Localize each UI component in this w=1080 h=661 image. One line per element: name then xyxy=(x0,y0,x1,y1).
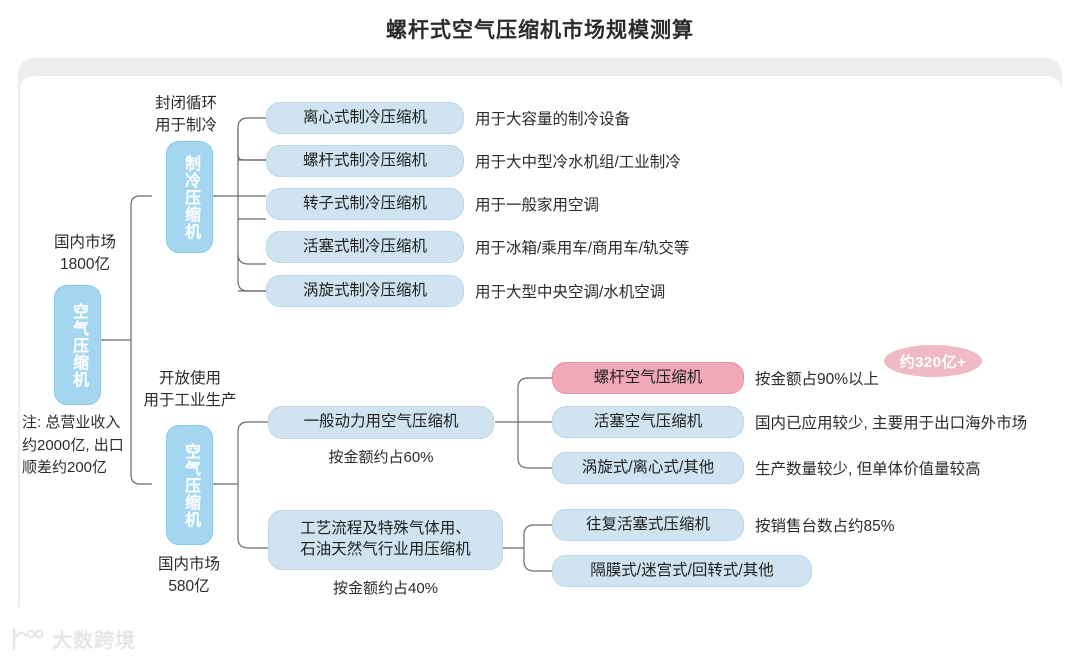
page-title: 螺杆式空气压缩机市场规模测算 xyxy=(386,19,694,42)
edge-label-air: 开放使用 用于工业生产 xyxy=(143,370,237,410)
pill-group-process-oilgas[interactable]: 工艺流程及特殊气体用、 石油天然气行业用压缩机 xyxy=(268,510,503,570)
desc-scroll-centrifugal-other: 生产数量较少, 但单体价值量较高 xyxy=(755,461,981,478)
edge-label-refrigeration: 封闭循环 用于制冷 xyxy=(154,95,217,135)
pill-group-general-power[interactable]: 一般动力用空气压缩机 xyxy=(268,406,494,439)
pill-refrigeration-3[interactable]: 转子式制冷压缩机 xyxy=(266,188,464,220)
watermark: 大数跨境 xyxy=(10,624,136,653)
desc-piston-air-compressor: 国内已应用较少, 主要用于出口海外市场 xyxy=(755,415,1028,432)
root-node-air-compressor[interactable]: 空气压缩机 xyxy=(54,285,101,405)
desc-refrigeration-3: 用于一般家用空调 xyxy=(475,197,600,214)
pill-screw-air-compressor[interactable]: 螺杆空气压缩机 xyxy=(552,362,744,394)
pill-refrigeration-1[interactable]: 离心式制冷压缩机 xyxy=(266,102,464,134)
root-market-caption: 国内市场 1800亿 xyxy=(53,234,116,274)
desc-refrigeration-1: 用于大容量的制冷设备 xyxy=(475,111,631,128)
pill-diaphragm-labyrinth-rotary-other[interactable]: 隔膜式/迷宫式/回转式/其他 xyxy=(552,555,812,587)
desc-reciprocating-piston: 按销售台数占约85% xyxy=(755,518,895,535)
pill-scroll-centrifugal-other[interactable]: 涡旋式/离心式/其他 xyxy=(552,452,744,484)
desc-refrigeration-2: 用于大中型冷水机组/工业制冷 xyxy=(475,154,681,171)
share-group-general-power: 按金额约占60% xyxy=(328,449,434,466)
status-badge-market-size: 约320亿+ xyxy=(884,345,982,377)
pill-reciprocating-piston[interactable]: 往复活塞式压缩机 xyxy=(552,509,744,541)
pill-refrigeration-4[interactable]: 活塞式制冷压缩机 xyxy=(266,231,464,263)
root-note: 注: 总营业收入 约2000亿, 出口 顺差约200亿 xyxy=(22,414,124,476)
pill-piston-air-compressor[interactable]: 活塞空气压缩机 xyxy=(552,406,744,438)
brand-logo-icon xyxy=(10,626,44,652)
pill-refrigeration-5[interactable]: 涡旋式制冷压缩机 xyxy=(266,275,464,307)
node-refrigeration-compressor[interactable]: 制冷压缩机 xyxy=(166,141,213,253)
watermark-text: 大数跨境 xyxy=(52,630,136,652)
share-group-process-oilgas: 按金额约占40% xyxy=(332,580,439,597)
desc-refrigeration-5: 用于大型中央空调/水机空调 xyxy=(475,284,666,301)
desc-screw-air-compressor: 按金额占90%以上 xyxy=(755,371,880,388)
node-air-compressor-industrial[interactable]: 空气压缩机 xyxy=(166,425,213,545)
pill-refrigeration-2[interactable]: 螺杆式制冷压缩机 xyxy=(266,145,464,177)
desc-refrigeration-4: 用于冰箱/乘用车/商用车/轨交等 xyxy=(475,240,690,257)
air-market-caption: 国内市场 580亿 xyxy=(157,556,220,596)
